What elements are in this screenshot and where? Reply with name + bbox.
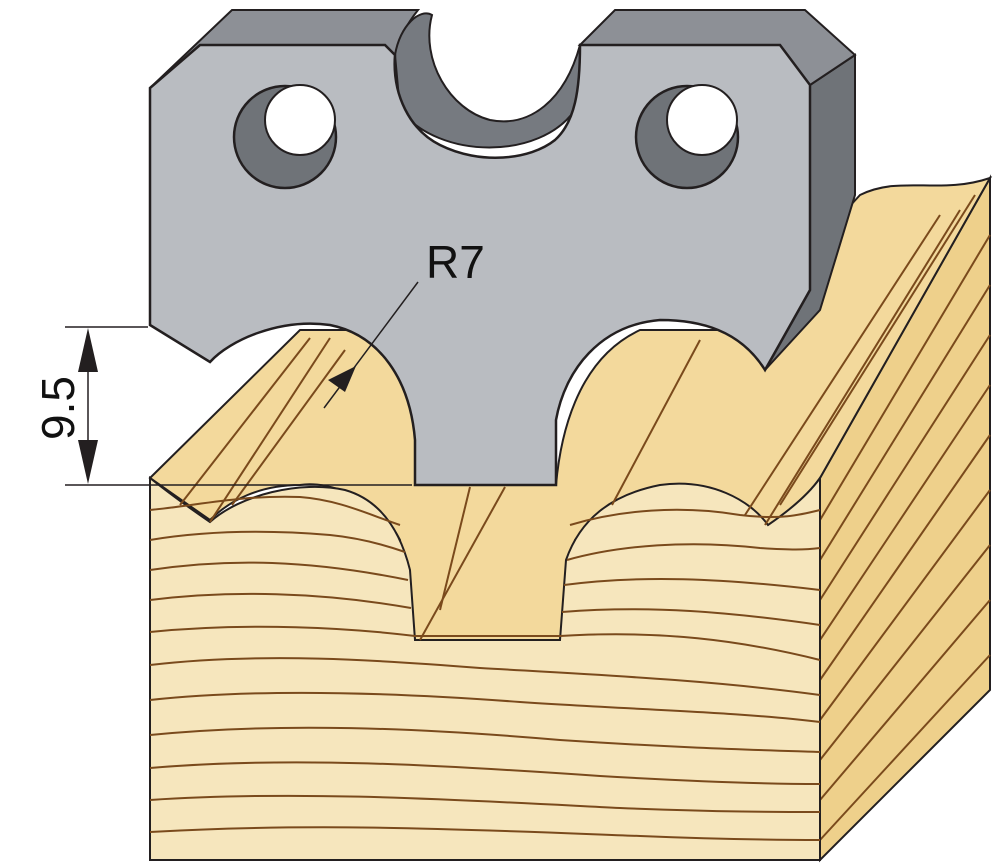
radius-dimension: R7 [323, 236, 485, 409]
left-mounting-hole [232, 84, 338, 190]
radius-arrow [328, 366, 356, 392]
depth-dimension: 9.5 [32, 326, 412, 486]
radius-label: R7 [426, 236, 485, 288]
wood-top-lines [179, 194, 976, 641]
depth-label: 9.5 [32, 376, 84, 440]
depth-arrow-top [78, 328, 98, 372]
depth-arrow-bottom [78, 440, 98, 484]
cutter-knife [148, 9, 857, 487]
wood-side-grain [819, 234, 991, 841]
knife-notch-inner [393, 12, 593, 149]
right-mounting-hole [634, 84, 740, 190]
wood-front-grain [149, 495, 821, 841]
